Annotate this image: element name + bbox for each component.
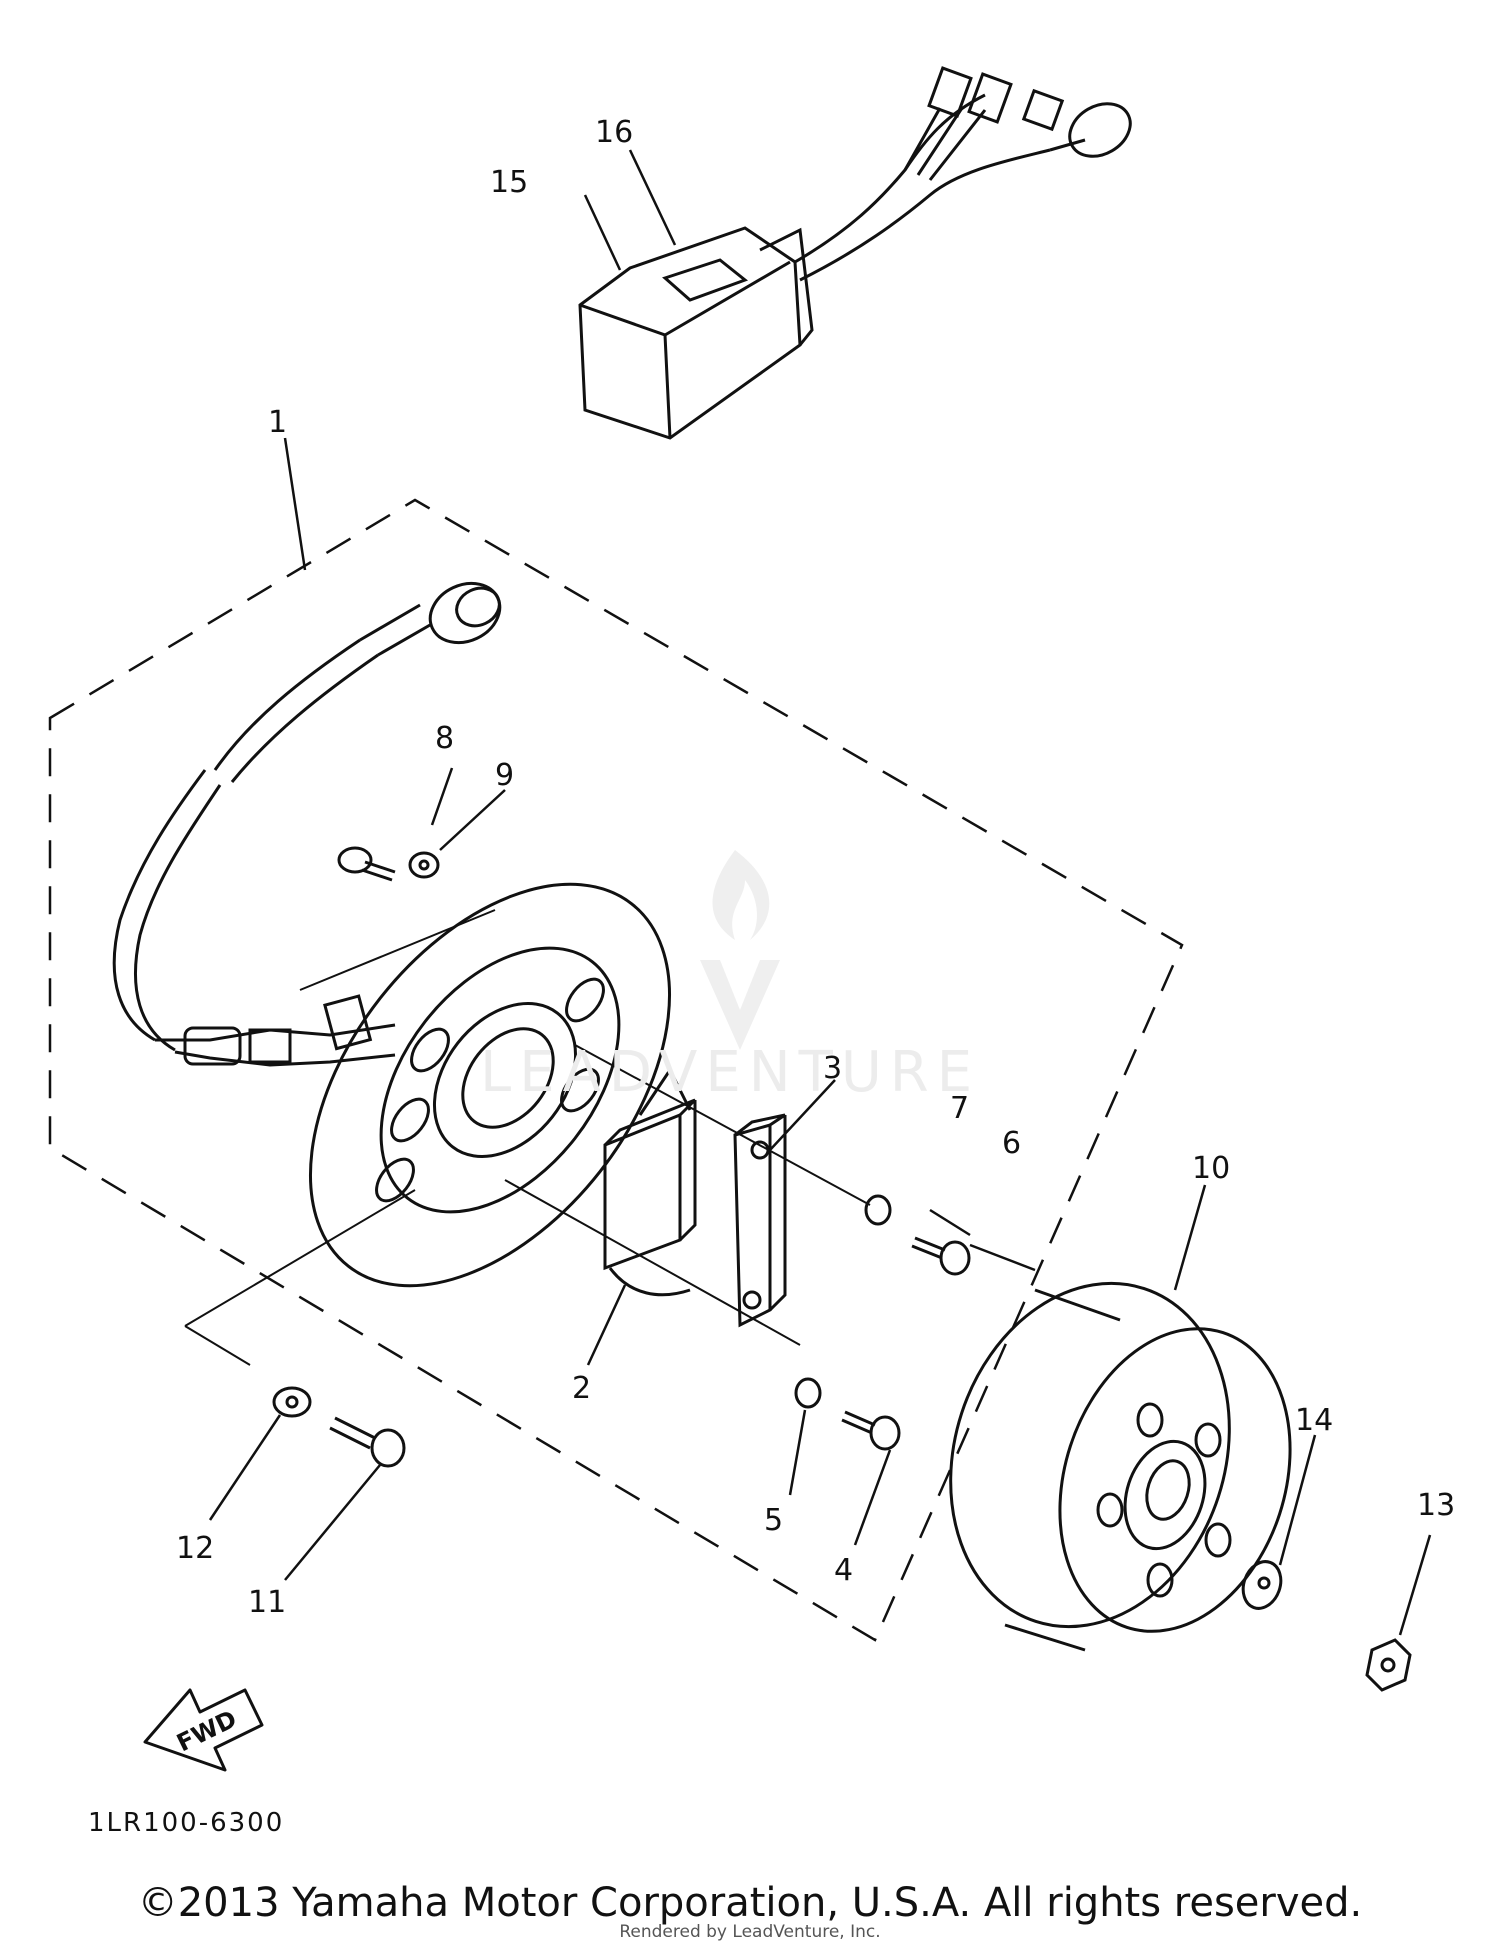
- bracket-line: [184, 1325, 251, 1366]
- stator-plate: [308, 882, 672, 1288]
- pickup-coil: [603, 1067, 697, 1297]
- callout-4: 4: [834, 1553, 853, 1588]
- assembly-boundary: [48, 498, 1184, 1642]
- callout-16: 16: [595, 115, 633, 150]
- screw-11: [329, 1416, 406, 1468]
- center-line: [574, 1044, 871, 1206]
- callout-3: 3: [823, 1051, 842, 1086]
- callout-10: 10: [1192, 1151, 1230, 1186]
- flywheel-rotor: [949, 1281, 1292, 1652]
- callout-6: 6: [1002, 1126, 1021, 1161]
- callout-13: 13: [1417, 1488, 1455, 1523]
- callout-9: 9: [495, 758, 514, 793]
- rendered-by-notice: Rendered by LeadVenture, Inc.: [619, 1922, 881, 1942]
- callout-15: 15: [490, 165, 528, 200]
- direction-label: FWD: [172, 1705, 241, 1758]
- callout-1: 1: [268, 405, 287, 440]
- lighting-coil: [733, 1113, 787, 1328]
- washer-12: [272, 1386, 312, 1418]
- callout-12: 12: [176, 1531, 214, 1566]
- drawing-code: 1LR100-6300: [88, 1808, 285, 1838]
- nut-13: [1365, 1638, 1412, 1692]
- watermark-logo-icon: [700, 850, 780, 1050]
- callout-11: 11: [248, 1585, 286, 1620]
- washer-9: [408, 851, 440, 879]
- callout-7: 7: [950, 1091, 969, 1126]
- forward-direction-arrow-icon: FWD: [143, 1688, 264, 1772]
- copyright-notice: ©2013 Yamaha Motor Corporation, U.S.A. A…: [137, 1880, 1363, 1926]
- bracket-line: [184, 1189, 416, 1327]
- screw-8: [337, 846, 396, 882]
- washer-5: [794, 1377, 822, 1409]
- watermark-text: LEADVENTURE: [480, 1040, 981, 1105]
- center-line: [504, 1179, 801, 1346]
- screw-6: [911, 1236, 971, 1276]
- callout-8: 8: [435, 721, 454, 756]
- leader-lines: [208, 149, 1432, 1636]
- washer-14: [1241, 1560, 1283, 1610]
- stator-wire-harness: [112, 581, 502, 1067]
- screw-4: [841, 1410, 901, 1451]
- callout-2: 2: [572, 1371, 591, 1406]
- rectifier-regulator: [578, 66, 1132, 440]
- bracket-line: [299, 909, 496, 991]
- callout-5: 5: [764, 1503, 783, 1538]
- callout-14: 14: [1295, 1403, 1333, 1438]
- washer-7: [864, 1194, 892, 1226]
